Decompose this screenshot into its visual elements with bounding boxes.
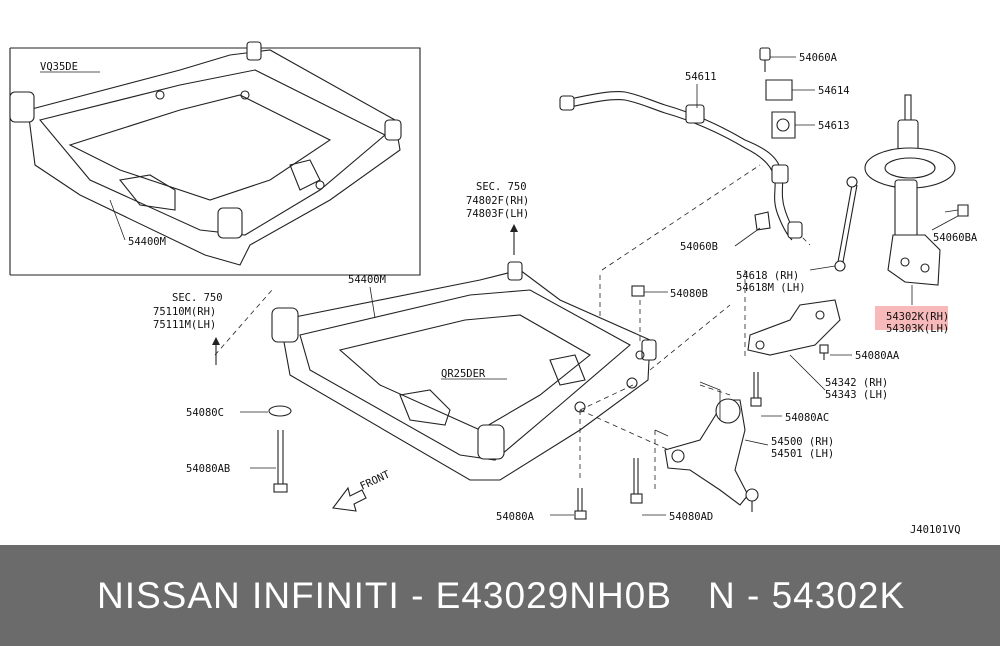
stabilizer-bushing-stack: 54060A 54614 54613 54060B [680,47,850,253]
label-54060ba: 54060BA [933,232,978,244]
label-54303k-lh: 54303K(LH) [886,323,949,335]
label-54080aa: 54080AA [855,350,900,362]
diagram-code: J40101VQ [910,524,961,536]
label-54080b: 54080B [670,288,708,300]
label-54060a: 54060A [799,52,838,64]
subframe-qr25der: 54400M QR25DER [271,261,657,481]
dashed-guides [214,164,811,490]
label-54500-rh: 54500 (RH) [771,436,834,448]
stabilizer-bar: 54611 [559,71,803,241]
label-54618-rh: 54618 (RH) [736,270,799,282]
label-54611: 54611 [685,71,717,83]
bolt-54080ad: 54080AD [630,458,713,523]
highlight-54302k [875,306,948,330]
label-54080ab: 54080AB [186,463,230,475]
label-74803f-lh: 74803F(LH) [466,208,529,220]
front-label: FRONT [358,468,392,493]
label-75110m-rh: 75110M(RH) [153,306,216,318]
label-54614: 54614 [818,85,850,97]
nissan-part-number: N - 54302K [708,575,906,616]
label-54080ad: 54080AD [669,511,713,523]
label-54060b: 54060B [680,241,718,253]
label-sec750-left: SEC. 750 [172,292,223,304]
lower-control-arm: 54500 (RH) 54501 (LH) [654,381,834,512]
stabilizer-link: 54618 (RH) 54618M (LH) [736,176,858,294]
label-54343-lh: 54343 (LH) [825,389,888,401]
front-arrow: FRONT [331,468,393,512]
label-54618m-lh: 54618M (LH) [736,282,806,294]
sec-750-arrow-upper: SEC. 750 74802F(RH) 74803F(LH) [466,181,529,255]
label-54342-rh: 54342 (RH) [825,377,888,389]
label-54400m-top: 54400M [128,236,166,248]
label-54080ac: 54080AC [785,412,829,424]
label-54613: 54613 [818,120,850,132]
sec-750-arrow-left: SEC. 750 75110M(RH) 75111M(LH) [153,292,223,365]
label-sec750-upper: SEC. 750 [476,181,527,193]
bolt-54080a: 54080A [496,488,587,523]
subframe-vq35de: 54400M [9,41,402,266]
label-74802f-rh: 74802F(RH) [466,195,529,207]
bracket-54342: 54080AA 54342 (RH) 54343 (LH) 54080AC [747,299,900,424]
bolt-54080c-and-ab: 54080C 54080AB [186,405,292,493]
label-54400m-main: 54400M [348,274,386,286]
parts-diagram: VQ35DE 54400M 54400M QR [9,41,978,536]
oem-part-numbers: NISSAN INFINITI - E43029NH0B [97,575,672,616]
label-54080c: 54080C [186,407,224,419]
part-number-footer: NISSAN INFINITI - E43029NH0B N - 54302K [0,545,1000,646]
label-75111m-lh: 75111M(LH) [153,319,216,331]
strut-assembly: 54060BA 54302K(RH) 54303K(LH) [864,94,978,335]
variant-label-vq35de: VQ35DE [40,61,78,73]
label-54302k-rh: 54302K(RH) [886,311,949,323]
variant-label-qr25der: QR25DER [441,368,486,380]
vq35de-inset: VQ35DE [9,47,421,276]
label-54080a: 54080A [496,511,535,523]
bolt-54080b: 54080B [631,285,708,300]
label-54501-lh: 54501 (LH) [771,448,834,460]
